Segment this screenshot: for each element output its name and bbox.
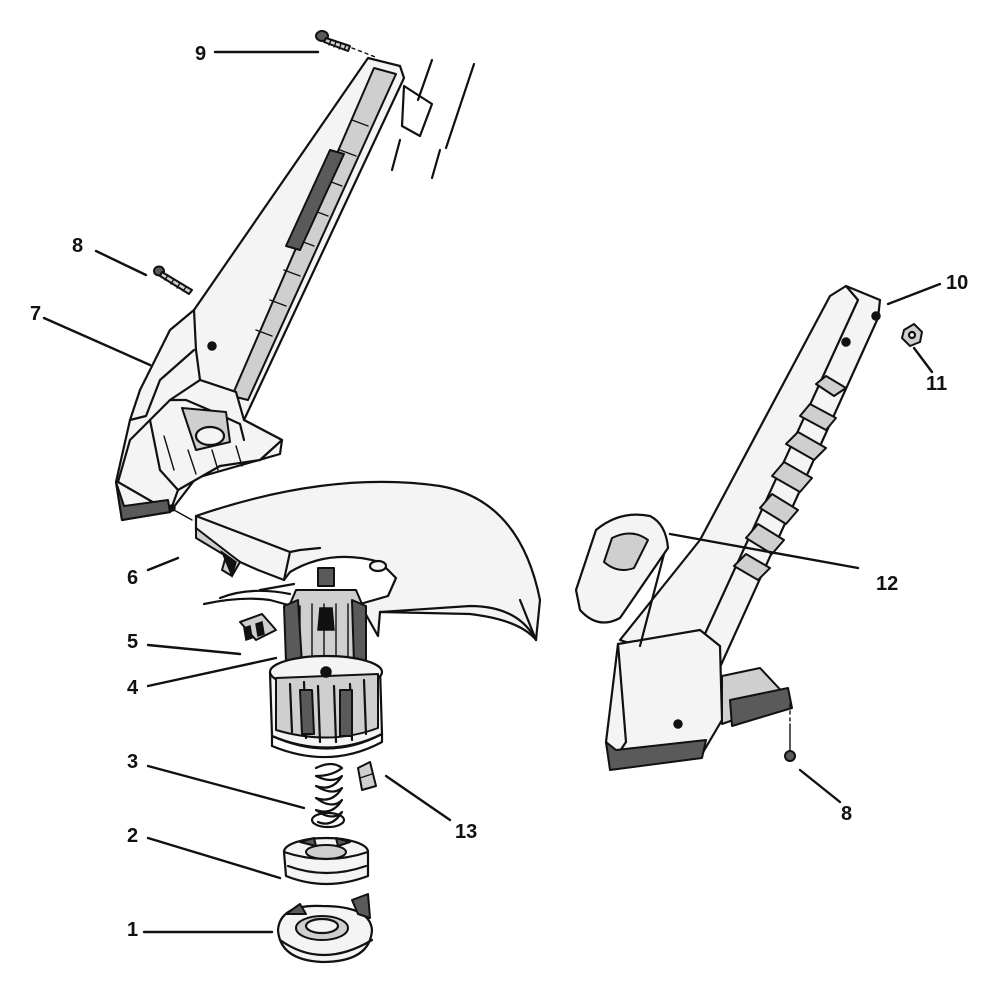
part-4-motor [268,567,384,759]
right-housing [574,284,882,771]
part-6-screw [168,504,193,521]
callout-1: 1 [127,919,139,941]
part-9-screw [315,30,379,59]
callout-5: 5 [127,631,139,653]
callout-4: 4 [127,677,139,699]
part-11-nut [901,323,923,347]
part-8-screw-right [784,703,796,762]
callout-11: 11 [926,373,948,395]
part-3-spring [310,762,346,829]
leader-lines [42,50,942,934]
guard-shield [194,480,542,642]
callout-13: 13 [455,821,478,843]
part-8-screw-left [153,265,193,295]
callout-12: 12 [876,573,899,595]
callout-9: 9 [195,43,207,65]
callout-3: 3 [127,751,139,773]
callout-7: 7 [30,303,42,325]
part-13-clip [357,761,377,791]
part-5-wires [202,582,296,641]
callout-6: 6 [127,567,139,589]
callout-10: 10 [946,272,969,294]
shaft-tube [390,58,476,180]
callout-8-right: 8 [841,803,853,825]
part-2-spool [282,836,370,886]
part-1-cap [276,893,374,964]
callout-2: 2 [127,825,139,847]
callout-8: 8 [72,235,84,257]
part-7-housing [114,56,406,522]
